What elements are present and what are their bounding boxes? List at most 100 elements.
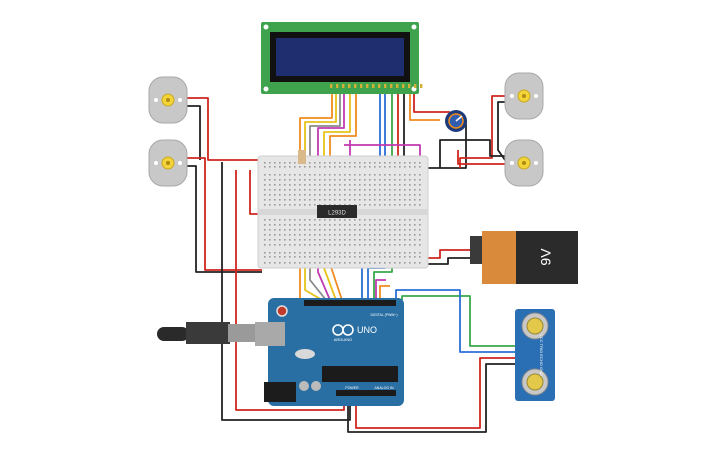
breadboard-hole [289, 219, 291, 221]
lcd-display[interactable] [261, 22, 423, 94]
breadboard-hole [379, 189, 381, 191]
breadboard-hole [389, 179, 391, 181]
breadboard-hole [369, 239, 371, 241]
breadboard-hole [344, 189, 346, 191]
ultrasonic-sensor[interactable]: VCC TRIG ECHO GND [515, 309, 555, 401]
breadboard-hole [359, 179, 361, 181]
dc-motor[interactable] [148, 139, 188, 187]
breadboard-hole [409, 174, 411, 176]
breadboard-hole [319, 234, 321, 236]
breadboard-hole [319, 199, 321, 201]
breadboard-hole [304, 179, 306, 181]
breadboard-hole [309, 262, 311, 264]
breadboard-hole [374, 184, 376, 186]
motor-shaft [522, 161, 526, 165]
breadboard-hole [364, 244, 366, 246]
lcd-pin [372, 84, 375, 88]
breadboard-hole [369, 166, 371, 168]
breadboard-hole [329, 244, 331, 246]
breadboard-hole [379, 162, 381, 164]
dc-motor[interactable] [148, 76, 188, 124]
breadboard-hole [419, 174, 421, 176]
pot-indicator [455, 115, 463, 122]
capacitor [299, 381, 309, 391]
breadboard-hole [419, 204, 421, 206]
breadboard-hole [319, 262, 321, 264]
breadboard-hole [354, 244, 356, 246]
breadboard-hole [344, 256, 346, 258]
breadboard-hole [264, 184, 266, 186]
breadboard-hole [354, 219, 356, 221]
breadboard-hole [299, 262, 301, 264]
breadboard-hole [339, 162, 341, 164]
breadboard-hole [359, 194, 361, 196]
breadboard-hole [304, 199, 306, 201]
breadboard-hole [379, 219, 381, 221]
wire [183, 165, 262, 273]
breadboard-hole [324, 256, 326, 258]
reset-button[interactable] [276, 305, 288, 317]
breadboard-hole [384, 174, 386, 176]
breadboard-hole [284, 184, 286, 186]
arduino-uno[interactable]: UNO ARDUINO DIGITAL (PWM~) POWER ANALOG … [157, 298, 404, 406]
breadboard-hole [399, 229, 401, 231]
breadboard-hole [349, 204, 351, 206]
breadboard-hole [419, 262, 421, 264]
breadboard-hole [409, 194, 411, 196]
breadboard-hole [389, 194, 391, 196]
breadboard-hole [389, 162, 391, 164]
breadboard-hole [279, 244, 281, 246]
lcd-screen [276, 38, 404, 76]
breadboard-hole [334, 184, 336, 186]
potentiometer[interactable] [445, 110, 467, 132]
breadboard-hole [394, 252, 396, 254]
breadboard-hole [269, 252, 271, 254]
breadboard-hole [294, 262, 296, 264]
breadboard-hole [314, 229, 316, 231]
breadboard-hole [319, 224, 321, 226]
breadboard-hole [334, 234, 336, 236]
breadboard-hole [384, 219, 386, 221]
lcd-pin [330, 84, 333, 88]
breadboard-hole [409, 184, 411, 186]
breadboard-hole [354, 189, 356, 191]
lcd-pin [348, 84, 351, 88]
breadboard-hole [374, 166, 376, 168]
breadboard-hole [369, 162, 371, 164]
breadboard-hole [364, 239, 366, 241]
breadboard-hole [309, 219, 311, 221]
breadboard-hole [394, 234, 396, 236]
breadboard-hole [274, 179, 276, 181]
motor-hole [178, 161, 182, 165]
breadboard-hole [294, 224, 296, 226]
breadboard-hole [264, 179, 266, 181]
breadboard-hole [379, 244, 381, 246]
breadboard-hole [299, 199, 301, 201]
battery-9v[interactable]: 9V [470, 231, 578, 284]
breadboard-hole [394, 239, 396, 241]
breadboard-hole [384, 179, 386, 181]
breadboard-hole [414, 179, 416, 181]
breadboard-hole [404, 179, 406, 181]
breadboard-hole [374, 229, 376, 231]
breadboard-hole [264, 189, 266, 191]
breadboard-hole [269, 204, 271, 206]
breadboard-hole [409, 219, 411, 221]
motor-shaft [166, 98, 170, 102]
breadboard-hole [379, 184, 381, 186]
breadboard-hole [264, 252, 266, 254]
breadboard-hole [339, 234, 341, 236]
breadboard-hole [334, 199, 336, 201]
breadboard-hole [264, 162, 266, 164]
atmega-chip [322, 366, 398, 382]
breadboard-hole [299, 184, 301, 186]
breadboard-hole [364, 252, 366, 254]
motor-hole [534, 94, 538, 98]
usb-plug [186, 322, 230, 344]
dc-motor[interactable] [504, 72, 544, 120]
breadboard-hole [289, 252, 291, 254]
wire [413, 88, 450, 113]
dc-motor[interactable] [504, 139, 544, 187]
breadboard-hole [319, 219, 321, 221]
breadboard-hole [399, 184, 401, 186]
